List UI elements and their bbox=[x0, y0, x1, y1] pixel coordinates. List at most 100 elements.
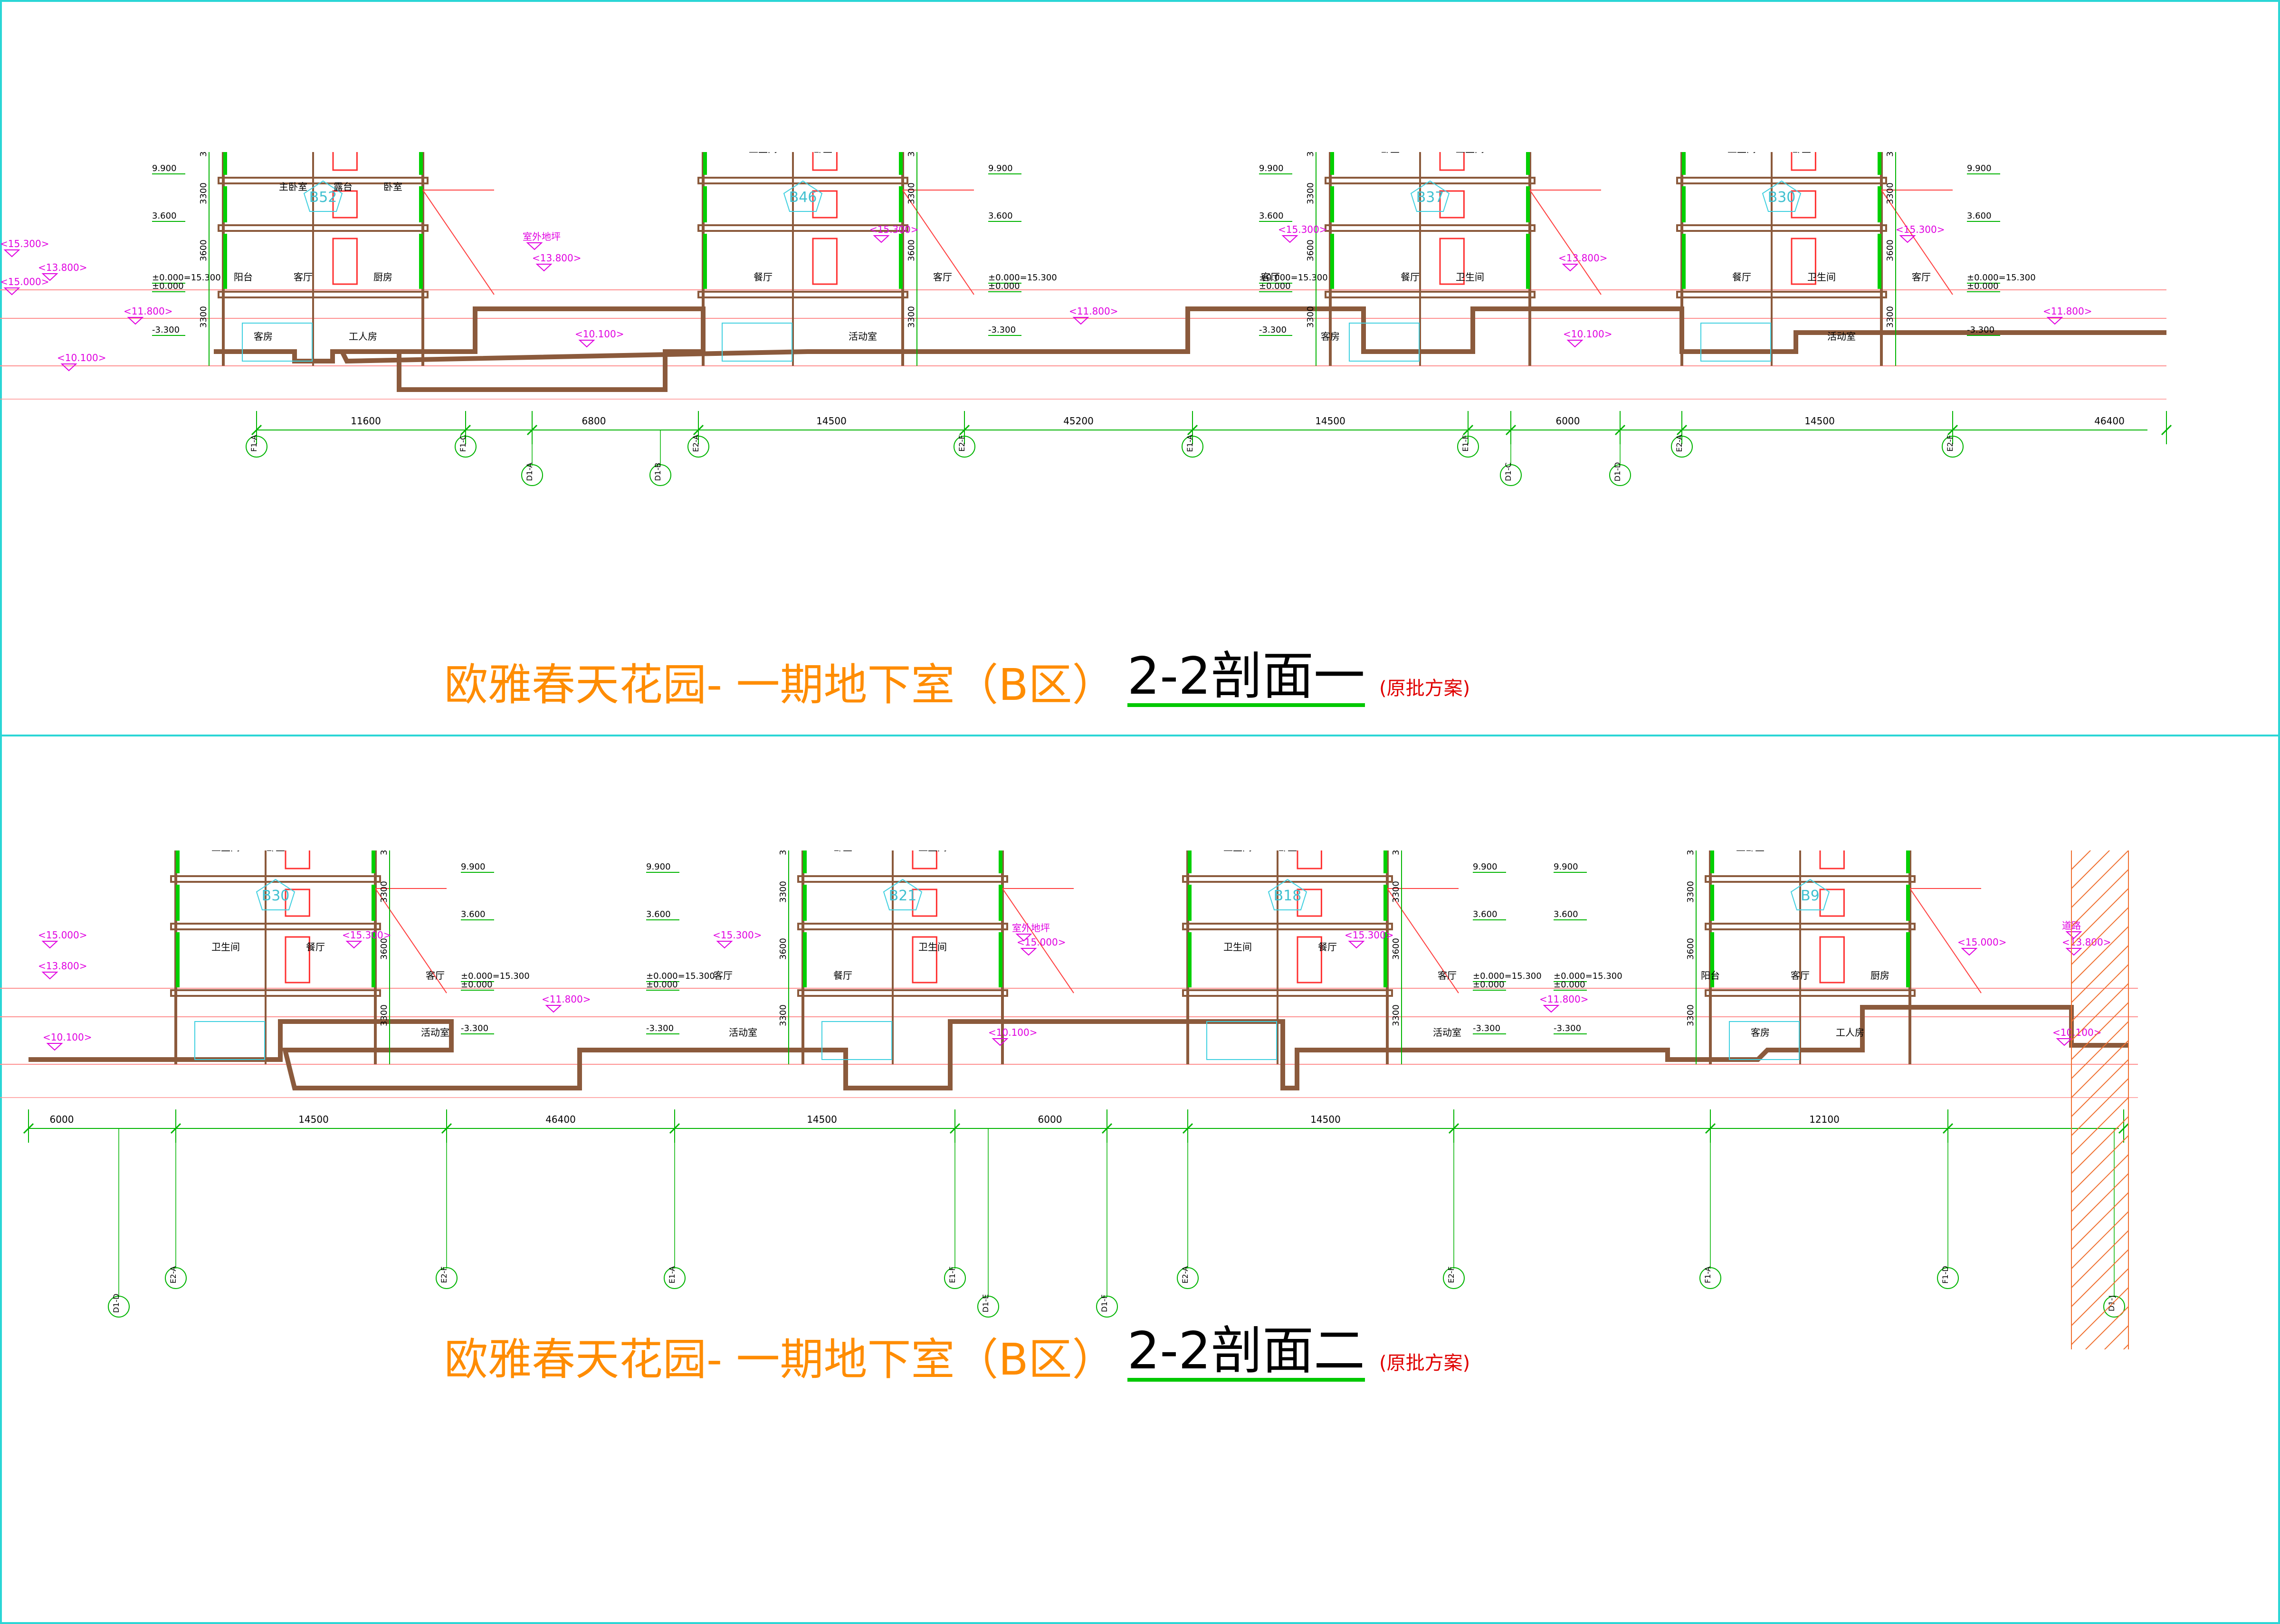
sheet-divider bbox=[0, 735, 2280, 736]
dimension-text: 3300 bbox=[1885, 182, 1895, 204]
room-label: 活动室 bbox=[849, 331, 877, 342]
axis-label: D1-D bbox=[1613, 462, 1622, 482]
axis-bubble bbox=[1699, 1267, 1721, 1289]
title-underline bbox=[1127, 703, 1365, 707]
hatch-line bbox=[2071, 907, 2129, 965]
axis-bubble bbox=[108, 1296, 130, 1318]
room-label: 客厅 bbox=[426, 970, 445, 981]
door bbox=[332, 152, 358, 171]
axis-label: D1-A bbox=[525, 463, 534, 481]
dimension-text: 3250 bbox=[1306, 152, 1316, 157]
room-label: 卫生间 bbox=[1456, 152, 1484, 154]
site-level-label: <11.800> bbox=[1539, 994, 1589, 1005]
elevation-label: ±0.000=15.300 bbox=[988, 273, 1057, 283]
site-level-mark bbox=[1348, 941, 1365, 949]
basement-room bbox=[1206, 1021, 1277, 1060]
elevation-label: 9.900 bbox=[1554, 862, 1578, 872]
site-level-label: 室外地坪 bbox=[523, 231, 561, 242]
room-label: 客厅 bbox=[714, 970, 733, 981]
room-label: 卧室 bbox=[813, 152, 832, 154]
axis-bubble bbox=[1443, 1267, 1465, 1289]
hatch-line bbox=[2071, 869, 2129, 927]
dimension-text: 3300 bbox=[906, 182, 916, 204]
room-label: 餐厅 bbox=[754, 271, 773, 283]
axis-bubble bbox=[1096, 1296, 1118, 1318]
site-level-label: <10.100> bbox=[57, 352, 106, 363]
terrace-line bbox=[1002, 888, 1074, 994]
room-label: 客房 bbox=[254, 331, 273, 342]
hatch-line bbox=[2071, 1230, 2129, 1288]
site-level-label: <11.800> bbox=[124, 306, 173, 317]
section-drawing-2: B30卫生间过厅书房露台卫生间卧室卫生间餐厅客厅活动室(13.150)9.900… bbox=[0, 850, 2138, 1349]
axis-bubble bbox=[1609, 464, 1631, 486]
site-level-mark bbox=[1566, 340, 1584, 348]
building-tag-icon bbox=[783, 180, 823, 212]
floor-slab bbox=[218, 177, 429, 184]
room-label: 厨房 bbox=[1870, 970, 1889, 981]
site-level-mark bbox=[46, 1043, 63, 1051]
site-level-label: <10.100> bbox=[988, 1027, 1038, 1038]
door bbox=[1439, 238, 1465, 285]
building-tag: B52 bbox=[309, 189, 337, 206]
site-level-mark bbox=[41, 273, 58, 281]
hatch-line bbox=[2071, 850, 2110, 889]
door bbox=[1819, 850, 1845, 869]
axis-bubble bbox=[664, 1267, 686, 1289]
elevation-label: ±0.000 bbox=[1259, 281, 1291, 291]
room-label: 卧室 bbox=[266, 850, 285, 853]
building-tag: B46 bbox=[789, 189, 817, 206]
hatch-line bbox=[2071, 1192, 2129, 1250]
room-label: 卧室 bbox=[1278, 850, 1297, 853]
dimension-text: 3300 bbox=[379, 1004, 389, 1026]
site-level-mark bbox=[3, 287, 20, 296]
dimension-tick bbox=[23, 1123, 34, 1134]
site-level-label: <13.800> bbox=[38, 262, 87, 273]
room-label: 卫生间 bbox=[1727, 152, 1756, 154]
dimension-text: 6000 bbox=[50, 1114, 74, 1125]
dimension-text: 14500 bbox=[1310, 1114, 1341, 1125]
section-drawing-1: B52主卧室衣帽间露台主卧室露台卧室阳台客厅厨房客房工人房(13.150)9.9… bbox=[0, 152, 2172, 486]
dimension-text: 3300 bbox=[1391, 1004, 1401, 1026]
door bbox=[285, 888, 310, 917]
room-label: 工人房 bbox=[349, 331, 377, 342]
dimension-text: 45200 bbox=[1063, 415, 1094, 427]
dimension-tick bbox=[2161, 424, 2172, 436]
floor-slab bbox=[1676, 224, 1887, 232]
room-label: 阳台 bbox=[234, 271, 253, 283]
site-level-label: <15.000> bbox=[1957, 936, 2007, 948]
building-tag-icon bbox=[1790, 879, 1830, 910]
site-level-mark bbox=[578, 340, 595, 348]
site-level-mark bbox=[716, 941, 733, 949]
room-label: 卧室 bbox=[833, 850, 852, 853]
dimension-text: 3300 bbox=[1306, 182, 1316, 204]
building-tag-icon bbox=[1410, 180, 1450, 212]
site-level-label: <13.800> bbox=[38, 960, 87, 972]
elevation-label: ±0.000 bbox=[988, 281, 1020, 291]
elevation-label: 3.600 bbox=[461, 909, 486, 919]
floor-slab bbox=[170, 989, 381, 997]
elevation-label: 3.600 bbox=[152, 211, 177, 221]
site-level-label: <15.000> bbox=[1017, 936, 1066, 948]
site-level-mark bbox=[345, 941, 363, 949]
floor-slab bbox=[697, 291, 908, 298]
dimension-text: 3300 bbox=[1686, 881, 1696, 903]
dimension-text: 3600 bbox=[1306, 239, 1316, 261]
axis-bubble bbox=[1500, 464, 1522, 486]
dimension-text: 3250 bbox=[1391, 850, 1401, 855]
door bbox=[1439, 190, 1465, 219]
dimension-text: 3250 bbox=[778, 850, 788, 855]
basement-room bbox=[722, 323, 792, 362]
room-label: 卫生间 bbox=[918, 941, 947, 953]
door bbox=[1791, 238, 1816, 285]
axis-bubble bbox=[436, 1267, 458, 1289]
elevation-label: -3.300 bbox=[1554, 1023, 1581, 1033]
elevation-label: 9.900 bbox=[1259, 163, 1284, 173]
door bbox=[1297, 850, 1322, 869]
dimension-text: 3600 bbox=[778, 938, 788, 960]
dimension-text: 14500 bbox=[298, 1114, 329, 1125]
hatch-line bbox=[2071, 1097, 2129, 1155]
elevation-label: 9.900 bbox=[461, 862, 486, 872]
room-label: 卧室 bbox=[1381, 152, 1400, 154]
hatch-line bbox=[2071, 850, 2129, 908]
